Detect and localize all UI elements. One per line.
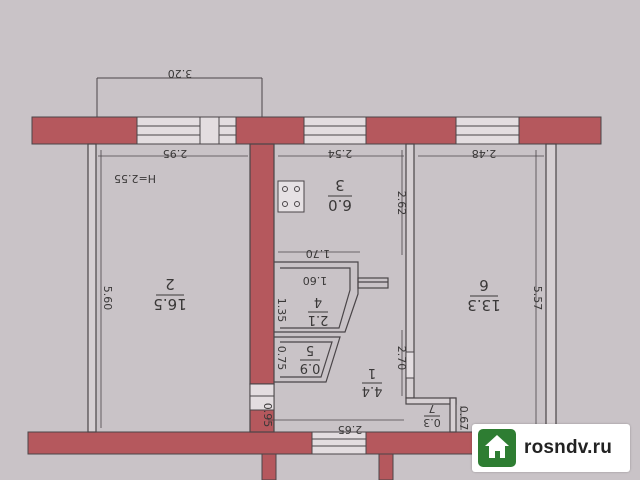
dim-room2-width: 2.95 — [163, 147, 188, 160]
room-7-number: 7 — [429, 402, 436, 415]
room-labels: 16.5 2 6.0 3 13.3 6 2.1 4 0.9 5 4.4 1 — [153, 176, 500, 429]
dim-160: 1.60 — [303, 274, 328, 287]
room-4-number: 4 — [314, 294, 322, 309]
dim-135: 1.35 — [275, 298, 288, 323]
room-1-area: 4.4 — [362, 383, 383, 398]
room-1-label: 4.4 1 — [362, 365, 383, 398]
room-7-label: 0.3 7 — [423, 402, 441, 429]
windows-top — [136, 116, 520, 145]
dim-room3-depth: 2.62 — [395, 191, 408, 216]
dim-095: 0.95 — [261, 403, 274, 428]
dimension-lines — [98, 150, 544, 430]
room-1-number: 1 — [368, 365, 376, 380]
room-3-area: 6.0 — [328, 196, 352, 214]
watermark-text: rosndv.ru — [524, 437, 613, 458]
stove-icon — [277, 180, 305, 213]
room-6-label: 13.3 6 — [467, 276, 500, 314]
exterior-walls — [27, 116, 602, 455]
dim-room6-length: 5.57 — [531, 286, 544, 311]
doors — [249, 351, 415, 411]
house-icon — [478, 429, 516, 467]
room-2-number: 2 — [165, 275, 175, 293]
dim-ceiling-height: H=2.55 — [114, 172, 156, 185]
room-7-area: 0.3 — [423, 416, 441, 429]
dimension-labels: 3.20 2.95 2.54 2.48 H=2.55 5.60 5.57 2.6… — [101, 67, 544, 436]
room-5-area: 0.9 — [300, 360, 321, 375]
dim-room6-width: 2.48 — [472, 147, 497, 160]
dim-room3-width: 2.54 — [328, 147, 353, 160]
dim-top-overall: 3.20 — [168, 67, 193, 80]
window-bottom — [311, 431, 367, 455]
dim-room2-length: 5.60 — [101, 286, 114, 311]
dim-265: 2.65 — [338, 423, 363, 436]
room-4-area: 2.1 — [308, 312, 329, 327]
dim-270: 2.70 — [395, 346, 408, 371]
room-6-area: 13.3 — [467, 296, 500, 314]
room-2-label: 16.5 2 — [153, 275, 186, 313]
dim-067: 0.67 — [457, 406, 470, 431]
room-3-number: 3 — [335, 176, 345, 194]
watermark-badge[interactable]: rosndv.ru — [472, 424, 630, 472]
room-6-number: 6 — [479, 276, 489, 294]
room-3-label: 6.0 3 — [328, 176, 352, 214]
room-4-label: 2.1 4 — [308, 294, 329, 327]
balcony-outline — [96, 77, 263, 117]
lower-walls — [261, 453, 394, 480]
dim-170: 1.70 — [306, 247, 331, 260]
room-5-number: 5 — [306, 342, 314, 357]
bathroom-partitions — [274, 261, 389, 383]
dim-075: 0.75 — [275, 346, 288, 371]
room-5-label: 0.9 5 — [300, 342, 321, 375]
room-2-area: 16.5 — [153, 295, 186, 313]
